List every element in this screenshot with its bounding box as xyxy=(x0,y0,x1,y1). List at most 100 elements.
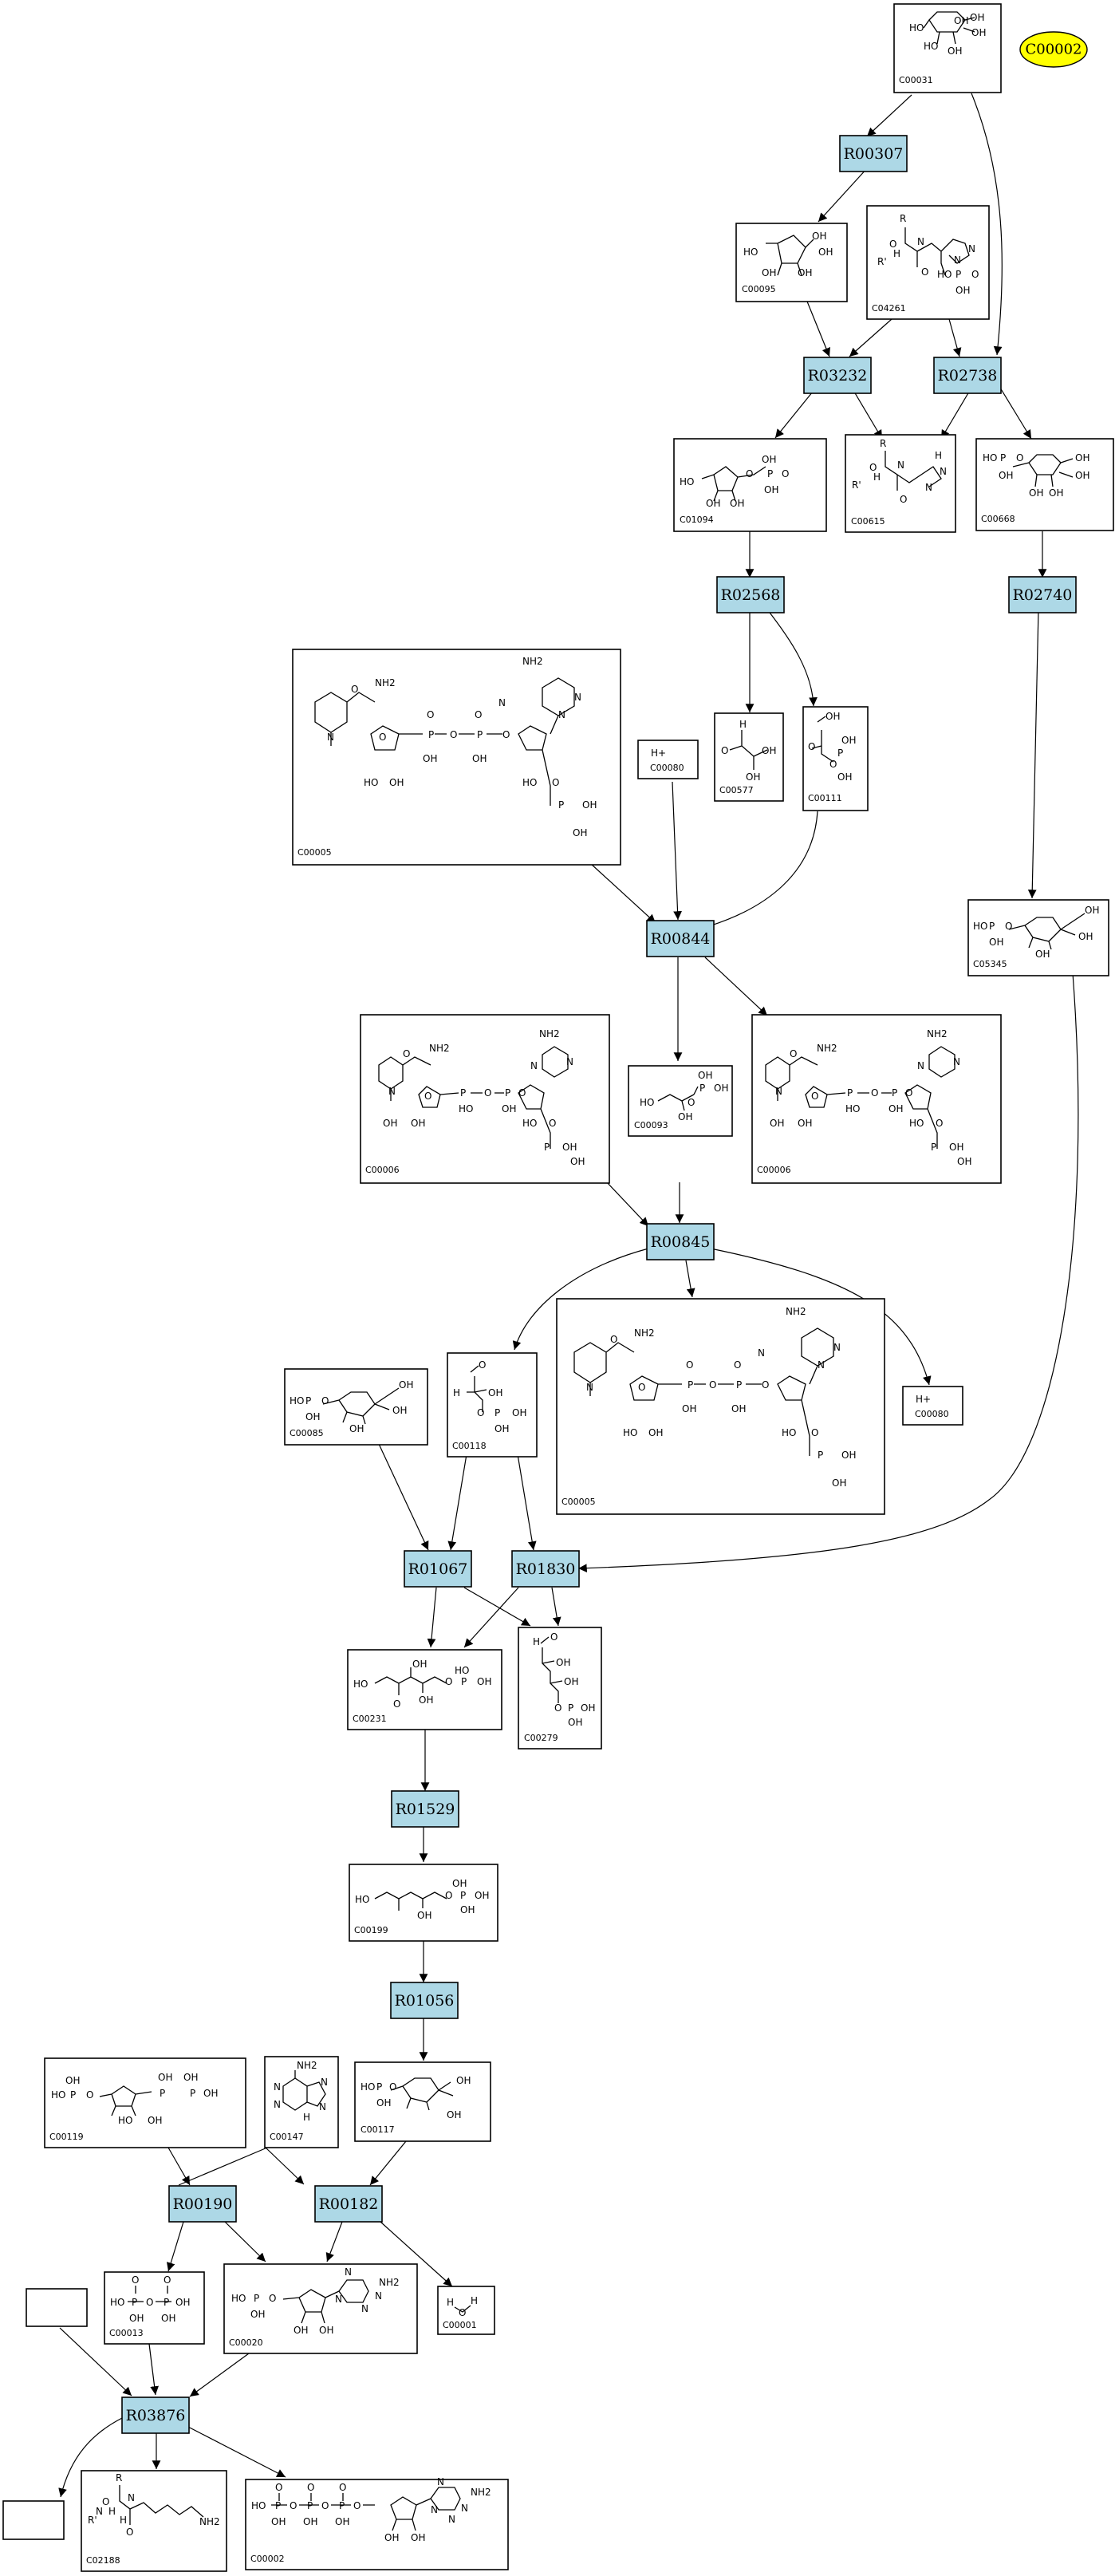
compound-c00147[interactable]: NH2 N N N N H C00147 xyxy=(264,2056,339,2148)
compound-c00111[interactable]: OH O P OH O OH C00111 xyxy=(802,706,869,811)
reaction-box xyxy=(803,357,872,394)
reaction-r00845[interactable]: R00845 xyxy=(646,1223,715,1260)
compound-c00085[interactable]: HO P O OH OH OH OH C00085 xyxy=(284,1368,428,1446)
atom-label: O xyxy=(921,266,928,278)
compound-c04261[interactable]: R O N O R' H N HO P O OH N C04261 xyxy=(866,205,990,320)
atom-label: NH2 xyxy=(199,2516,220,2527)
compound-box xyxy=(866,205,990,320)
pathway-node-c00002[interactable]: C00002 xyxy=(1019,31,1088,68)
structure-bonds xyxy=(271,2487,461,2531)
reaction-r02568[interactable]: R02568 xyxy=(716,576,785,613)
compound-c00095[interactable]: HO OH OH OH OH C00095 xyxy=(735,223,848,302)
reaction-r01056[interactable]: R01056 xyxy=(390,1982,459,2019)
compound-c00577[interactable]: H O OH OH C00577 xyxy=(714,712,784,802)
atom-label: OH xyxy=(648,1427,663,1438)
compound-c00080-top[interactable]: H+ C00080 xyxy=(637,740,699,779)
empty-compound-box-bottom[interactable] xyxy=(2,2500,65,2540)
reaction-label: R00182 xyxy=(319,2195,379,2213)
compound-c00020[interactable]: N NH2 HO P O OH N N N OH OH C00020 xyxy=(223,2263,418,2354)
atom-label: N xyxy=(818,1359,825,1371)
compound-c00031[interactable]: HO OH HO OH OH OH C00031 xyxy=(893,3,1002,93)
empty-compound-box-left[interactable] xyxy=(26,2288,88,2327)
atom-label: O xyxy=(86,2089,93,2101)
reaction-r00182[interactable]: R00182 xyxy=(314,2185,383,2223)
atom-label: O xyxy=(550,1631,558,1643)
atom-label: P xyxy=(190,2088,195,2099)
edge xyxy=(851,387,883,440)
atom-label: OH xyxy=(798,1118,812,1129)
reaction-r00844[interactable]: R00844 xyxy=(646,920,715,957)
compound-c00006-left[interactable]: NH2 O NH2 N N OH OH N O P O P O HO OH HO… xyxy=(360,1014,610,1184)
atom-label: H xyxy=(108,2506,116,2517)
atom-label: O xyxy=(746,468,753,479)
compound-box xyxy=(628,1065,733,1137)
compound-c00005-top[interactable]: NH2 O NH2 N N O O O N P O P O OH OH N HO… xyxy=(292,649,621,866)
atom-label: HO xyxy=(118,2115,132,2126)
atom-label: HO xyxy=(455,1665,469,1676)
compound-c00118[interactable]: O H OH O P OH OH C00118 xyxy=(447,1352,538,1458)
compound-c00002[interactable]: O O O HO P O P O P O OH OH OH N NH2 N N … xyxy=(245,2476,509,2570)
compound-box xyxy=(556,1298,885,1515)
compound-c05345[interactable]: HO P O OH OH OH OH C05345 xyxy=(967,899,1109,976)
compound-c00231[interactable]: HO OH HO P OH O OH O C00231 xyxy=(347,1649,502,1730)
atom-label: N xyxy=(448,2514,455,2525)
atom-label: OH xyxy=(762,454,776,465)
reaction-r02738[interactable]: R02738 xyxy=(933,357,1002,394)
compound-c00668[interactable]: HO P O OH OH OH OH OH C00668 xyxy=(975,438,1114,531)
structure-bonds xyxy=(1008,913,1086,950)
compound-c02188[interactable]: R O N H R' O NH2 N H C02188 xyxy=(81,2470,227,2572)
reaction-box xyxy=(168,2185,237,2223)
compound-c00119[interactable]: HO P OH O P OH OH P OH HO OH C00119 xyxy=(44,2057,246,2148)
reaction-r03232[interactable]: R03232 xyxy=(803,357,872,394)
atom-label: O xyxy=(552,777,559,788)
edge xyxy=(224,2221,266,2262)
atom-label: O xyxy=(450,729,457,740)
reaction-r03876[interactable]: R03876 xyxy=(121,2397,190,2434)
atom-label: NH2 xyxy=(471,2487,491,2498)
compound-c00117[interactable]: HO P O OH OH OH C00117 xyxy=(354,2061,491,2142)
compound-c00005-middle[interactable]: NH2 O NH2 N N O O O N P O P O OH OH N HO… xyxy=(556,1298,885,1515)
reaction-r00190[interactable]: R00190 xyxy=(168,2185,237,2223)
atom-label: OH xyxy=(417,1910,431,1921)
atom-label: P xyxy=(989,921,995,932)
atom-label: H xyxy=(873,471,881,483)
reaction-box xyxy=(511,1550,580,1588)
reaction-label: R02738 xyxy=(938,367,998,385)
compound-c00006-right[interactable]: NH2 O NH2 N N OH OH N O P O P O HO OH HO… xyxy=(751,1014,1002,1184)
compound-c00199[interactable]: HO OH OH P O OH OH C00199 xyxy=(349,1864,498,1942)
compound-c00279[interactable]: H O OH OH O P OH OH C00279 xyxy=(518,1627,602,1750)
reaction-r01067[interactable]: R01067 xyxy=(404,1550,472,1588)
atom-label: O xyxy=(782,468,789,479)
compound-id: C00080 xyxy=(915,1409,949,1419)
atom-label: OH xyxy=(764,484,778,495)
atom-label: OH xyxy=(678,1111,692,1122)
atom-label: H+ xyxy=(651,748,666,759)
atom-label: O xyxy=(518,1087,526,1099)
compound-c00080-right[interactable]: H+ C00080 xyxy=(902,1386,963,1426)
compound-c00013[interactable]: O O HO P O P OH OH OH C00013 xyxy=(104,2271,205,2345)
atom-label: OH xyxy=(731,1403,746,1414)
atom-label: O xyxy=(721,745,728,756)
compound-id: C00006 xyxy=(757,1165,791,1175)
atom-label: HO xyxy=(290,1395,304,1406)
compound-c01094[interactable]: HO O OH P O OH OH OH C01094 xyxy=(673,438,827,532)
edge xyxy=(948,318,962,357)
reaction-r01830[interactable]: R01830 xyxy=(511,1550,580,1588)
reaction-r01529[interactable]: R01529 xyxy=(391,1790,459,1828)
compound-c00615[interactable]: R O N H R' N O H N C00615 xyxy=(845,434,956,533)
atom-label: NH2 xyxy=(297,2060,317,2071)
edge xyxy=(866,94,912,137)
atom-label: OH xyxy=(411,2532,425,2543)
atom-label: HO xyxy=(983,452,997,464)
reaction-r00307[interactable]: R00307 xyxy=(839,135,908,172)
compound-box xyxy=(347,1649,502,1730)
compound-c00001[interactable]: H O H C00001 xyxy=(437,2286,495,2335)
structure-bonds xyxy=(1012,454,1074,487)
atom-label: N xyxy=(586,1382,593,1393)
atom-label: O xyxy=(829,759,837,770)
edge xyxy=(704,957,768,1016)
atom-label: O xyxy=(339,2482,346,2493)
compound-c00093[interactable]: OH P OH HO O OH C00093 xyxy=(628,1065,733,1137)
compound-box xyxy=(354,2061,491,2142)
reaction-r02740[interactable]: R02740 xyxy=(1008,576,1077,613)
